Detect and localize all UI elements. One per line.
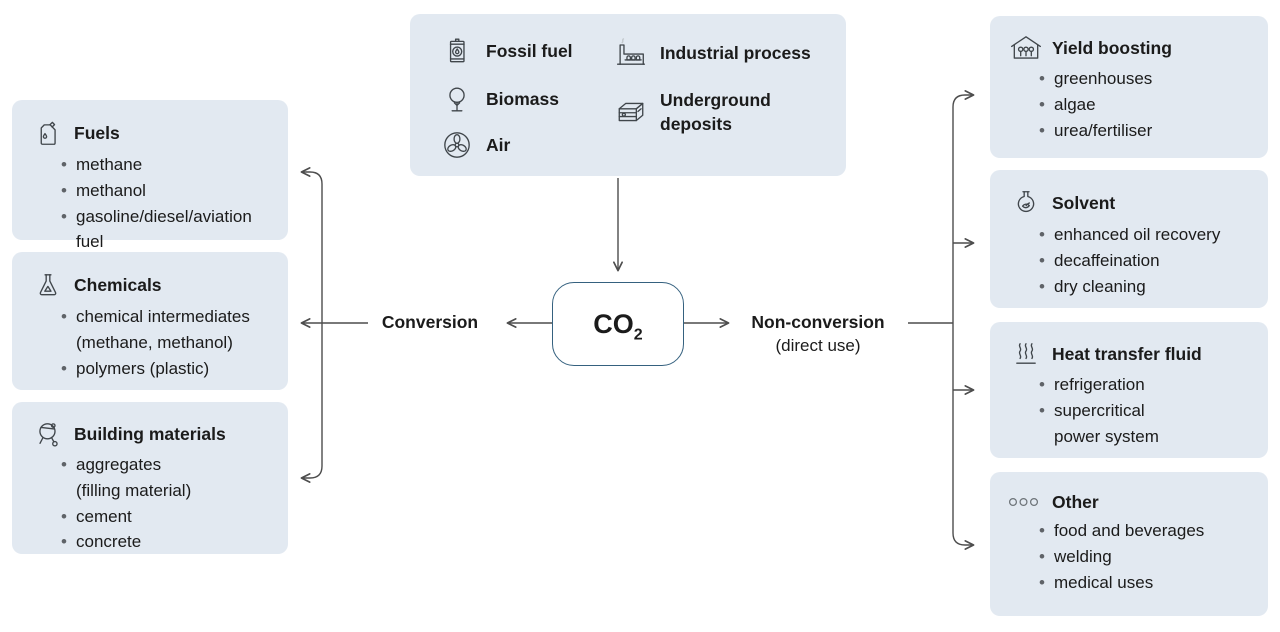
list-item: algae [1039,92,1254,118]
fuels-list: methane methanol gasoline/diesel/aviatio… [30,152,274,255]
building-materials-list: aggregates (filling material) cement con… [30,452,274,555]
source-fossil-fuel: Fossil fuel [438,36,573,66]
fan-icon [438,131,476,159]
panel-title: Fuels [74,123,120,143]
arrow-bracket-to-fuels [300,167,323,323]
source-label: Underground deposits [660,90,771,134]
heat-waves-icon [1008,340,1044,368]
source-industrial-process: Industrial process [612,38,811,68]
arrow-bracket-to-yield-boosting [952,90,975,323]
chemicals-header: Chemicals [30,270,274,300]
greenhouse-icon [1008,34,1044,62]
panel-title: Solvent [1052,193,1116,213]
solvent-panel: Solvent enhanced oil recovery decaffeina… [990,170,1268,308]
list-item: medical uses [1039,570,1254,596]
list-item: dry cleaning [1039,274,1254,300]
co2-sources-panel: Fossil fuel Biomass Air [410,14,846,176]
chemicals-list: chemical intermediates (methane, methano… [30,304,274,381]
arrow-bracket-to-other [952,323,975,550]
list-item: concrete [61,529,274,555]
list-item: enhanced oil recovery [1039,222,1254,248]
list-item: methane [61,152,274,178]
fuels-header: Fuels [30,118,274,148]
panel-title: Other [1052,492,1099,512]
three-circles-icon [1008,495,1044,509]
cement-mixer-icon [30,420,66,448]
list-item: supercritical power system [1039,398,1254,450]
other-list: food and beverages welding medical uses [1008,518,1254,595]
chemicals-panel: Chemicals chemical intermediates (methan… [12,252,288,390]
solvent-list: enhanced oil recovery decaffeination dry… [1008,222,1254,299]
non-conversion-subtitle: (direct use) [775,336,861,355]
yield-boosting-header: Yield boosting [1008,34,1254,62]
building-materials-panel: Building materials aggregates (filling m… [12,402,288,555]
conversion-label: Conversion [381,312,479,332]
flask-icon [30,270,66,300]
list-item: food and beverages [1039,518,1254,544]
list-item: chemical intermediates (methane, methano… [61,304,274,356]
panel-title: Building materials [74,424,226,444]
source-biomass: Biomass [438,84,559,114]
list-item: refrigeration [1039,372,1254,398]
panel-title: Chemicals [74,275,162,295]
oil-barrel-icon [438,36,476,66]
list-item: gasoline/diesel/aviation fuel [61,204,274,256]
factory-icon [612,38,650,68]
heat-transfer-fluid-list: refrigeration supercritical power system [1008,372,1254,449]
source-underground-deposits: Underground deposits [612,88,771,136]
source-label: Biomass [486,89,559,109]
heat-transfer-fluid-panel: Heat transfer fluid refrigeration superc… [990,322,1268,458]
list-item: welding [1039,544,1254,570]
arrow-bracket-to-building-materials [300,323,323,483]
panel-title: Heat transfer fluid [1052,344,1202,364]
fuel-can-icon [30,118,66,148]
round-flask-icon [1008,188,1044,218]
list-item: urea/fertiliser [1039,118,1254,144]
yield-boosting-panel: Yield boosting greenhouses algae urea/fe… [990,16,1268,158]
fuels-panel: Fuels methane methanol gasoline/diesel/a… [12,100,288,251]
non-conversion-label: Non-conversion (direct use) [723,312,913,356]
building-materials-header: Building materials [30,420,274,448]
heat-transfer-fluid-header: Heat transfer fluid [1008,340,1254,368]
panel-title: Yield boosting [1052,38,1172,58]
list-item: polymers (plastic) [61,356,274,382]
source-air: Air [438,131,510,159]
list-item: cement [61,504,274,530]
tree-icon [438,84,476,114]
list-item: greenhouses [1039,66,1254,92]
source-label: Fossil fuel [486,41,573,61]
list-item: aggregates (filling material) [61,452,274,504]
yield-boosting-list: greenhouses algae urea/fertiliser [1008,66,1254,143]
other-header: Other [1008,490,1254,514]
co2-node: CO2 [552,282,684,366]
non-conversion-title: Non-conversion [751,312,885,332]
source-label: Industrial process [660,43,811,63]
solvent-header: Solvent [1008,188,1254,218]
underground-deposit-icon [612,99,650,125]
source-label: Air [486,135,511,155]
co2-formula: CO2 [593,308,643,343]
list-item: methanol [61,178,274,204]
other-panel: Other food and beverages welding medical… [990,472,1268,616]
list-item: decaffeination [1039,248,1254,274]
